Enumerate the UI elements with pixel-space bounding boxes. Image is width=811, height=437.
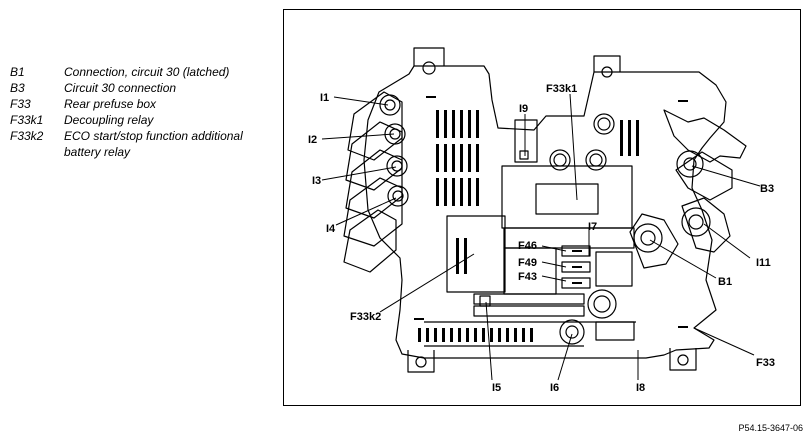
legend-description: Circuit 30 connection: [64, 81, 177, 95]
ventilation-slots: [414, 96, 688, 342]
label-f33k2: F33k2: [350, 311, 381, 323]
mount-hole-left: [422, 61, 436, 75]
mount-hole-bottom-right: [677, 354, 689, 366]
legend-code: F33k1: [10, 113, 44, 127]
mount-tab-bottom-right: [669, 348, 697, 371]
leader-lines: [321, 93, 761, 381]
label-i11: I11: [756, 257, 771, 269]
mount-tab-bottom-left: [407, 350, 435, 373]
legend-row-b1: B1 Connection, circuit 30 (latched): [10, 64, 272, 80]
legend-code: B1: [10, 65, 25, 79]
legend-code: F33: [10, 97, 31, 111]
housing-outline: [363, 65, 727, 359]
relay-f33k2: [446, 215, 506, 293]
label-b1: B1: [718, 276, 732, 288]
label-i6: I6: [550, 382, 559, 394]
label-i7: I7: [588, 221, 597, 233]
relay-f33k1: [501, 165, 633, 229]
label-f33: F33: [756, 357, 775, 369]
label-f43: F43: [518, 271, 537, 283]
right-terminal-lugs: [629, 109, 747, 269]
legend-row-f33: F33 Rear prefuse box: [10, 96, 272, 112]
label-b3: B3: [760, 183, 774, 195]
left-connector-column: [343, 91, 403, 273]
label-f46: F46: [518, 240, 537, 252]
figure-reference: P54.15-3647-06: [738, 423, 803, 433]
legend: B1 Connection, circuit 30 (latched) B3 C…: [10, 64, 272, 160]
label-i1: I1: [320, 92, 329, 104]
mount-hole-right: [601, 66, 613, 78]
legend-row-f33k2: F33k2 ECO start/stop function additional…: [10, 128, 272, 160]
legend-description: ECO start/stop function additional batte…: [64, 129, 243, 159]
label-i3: I3: [312, 175, 321, 187]
label-i5: I5: [492, 382, 501, 394]
label-i9: I9: [519, 103, 528, 115]
legend-description: Rear prefuse box: [64, 97, 157, 111]
label-f49: F49: [518, 257, 537, 269]
legend-description: Connection, circuit 30 (latched): [64, 65, 230, 79]
mount-tab-left: [413, 47, 445, 66]
legend-row-b3: B3 Circuit 30 connection: [10, 80, 272, 96]
legend-code: F33k2: [10, 129, 44, 143]
fuse-box-drawing: I1 I2 I3 I4 I9 F33k1 I7 F46 F49 F43 F33k…: [308, 47, 775, 394]
label-f33k1: F33k1: [546, 83, 577, 95]
label-i2: I2: [308, 134, 317, 146]
legend-description: Decoupling relay: [64, 113, 154, 127]
legend-code: B3: [10, 81, 25, 95]
mount-hole-bottom-left: [415, 356, 427, 368]
fuse-box-figure: I1 I2 I3 I4 I9 F33k1 I7 F46 F49 F43 F33k…: [283, 9, 801, 406]
label-i4: I4: [326, 223, 336, 235]
mount-tab-right: [593, 55, 621, 72]
label-i8: I8: [636, 382, 645, 394]
legend-row-f33k1: F33k1 Decoupling relay: [10, 112, 272, 128]
